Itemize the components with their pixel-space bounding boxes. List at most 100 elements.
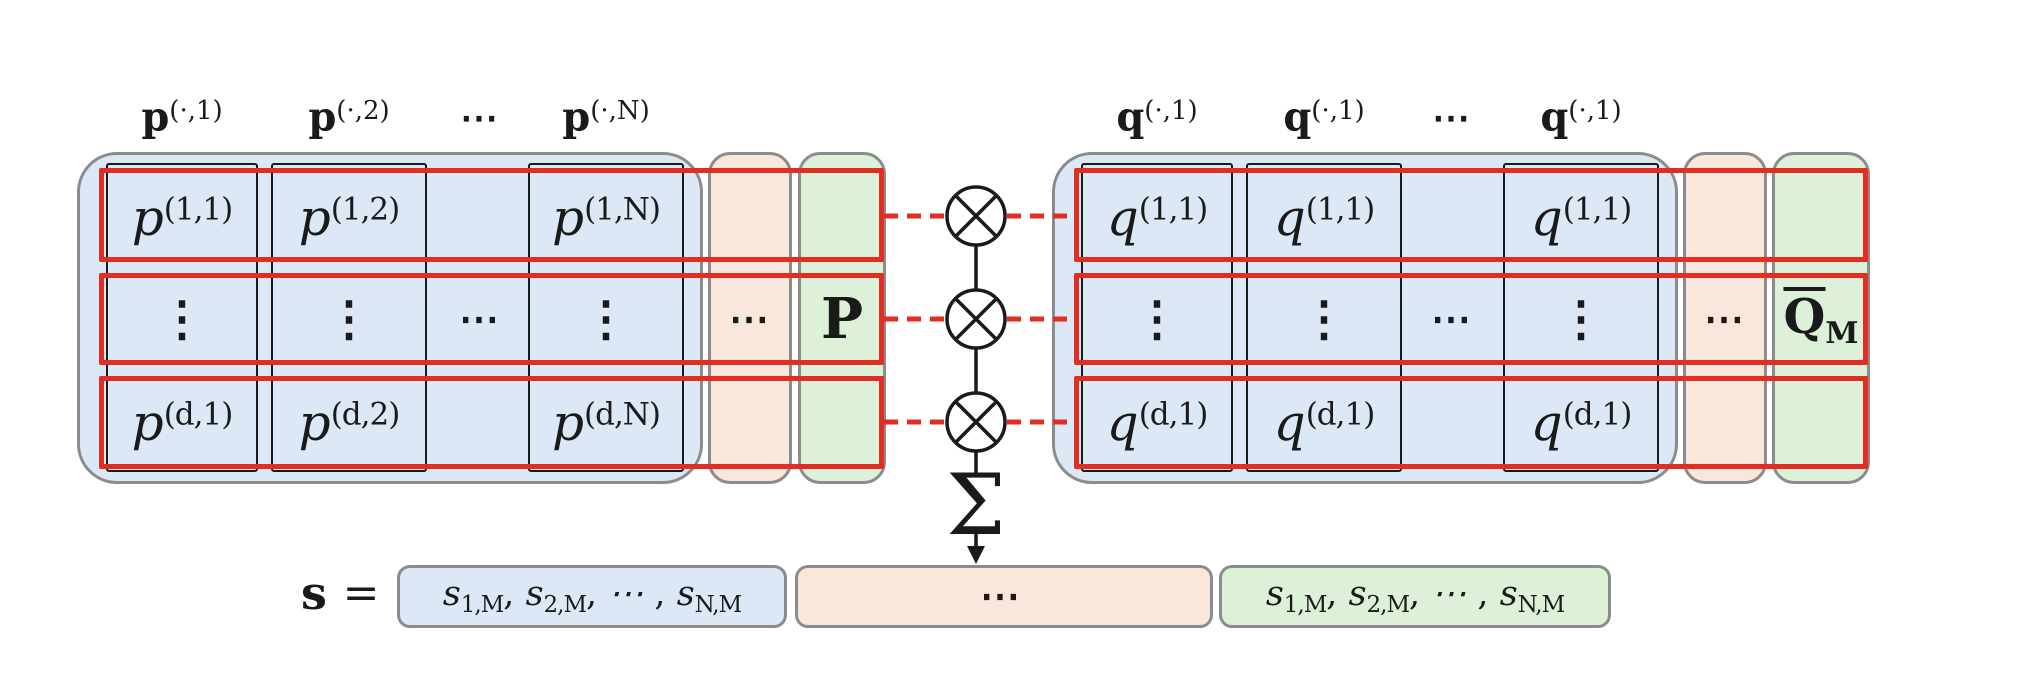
horizontal-dots: ⋯ bbox=[459, 295, 501, 343]
right-column-header-n: q(·,1) bbox=[1540, 94, 1621, 141]
output-segment-first-text: s1,M, s2,M, ⋯ , sN,M bbox=[442, 574, 743, 618]
s-sub: 1,M bbox=[1283, 592, 1327, 618]
left-summary-column bbox=[798, 152, 886, 484]
left-matrix-column-2-box bbox=[271, 163, 427, 472]
header-sup: (·,1) bbox=[169, 95, 223, 126]
cell-base: q bbox=[1530, 189, 1563, 247]
left-matrix-container bbox=[77, 152, 703, 484]
header-sup: (·,1) bbox=[1311, 95, 1365, 126]
right-column-header-1: q(·,1) bbox=[1116, 94, 1197, 141]
vertical-dots: ⋮ bbox=[325, 291, 373, 347]
header-sup: (·,1) bbox=[1568, 95, 1622, 126]
matrix-cell-p1N: p(1,N) bbox=[552, 189, 661, 247]
header-base: p bbox=[562, 93, 591, 141]
s-base: s bbox=[442, 574, 461, 614]
matrix-cell-qd1-a: q(d,1) bbox=[1106, 394, 1209, 452]
matrix-cell-pdN: p(d,N) bbox=[552, 394, 661, 452]
operator-chain: Σ bbox=[884, 185, 1076, 564]
s-sub: N,M bbox=[694, 592, 743, 618]
cell-sup: (d,1) bbox=[163, 396, 234, 433]
header-base: q bbox=[1116, 93, 1145, 141]
cell-sup: (d,1) bbox=[1305, 396, 1376, 433]
cell-base: p bbox=[298, 189, 331, 247]
left-matrix-column-1-box bbox=[106, 163, 258, 472]
vertical-dots: ⋮ bbox=[1557, 291, 1605, 347]
qbar-sub: M bbox=[1825, 316, 1859, 351]
matrix-qbar-label: QM bbox=[1783, 287, 1859, 351]
matrix-cell-q11-b: q(1,1) bbox=[1273, 189, 1376, 247]
sum-arrow-head bbox=[967, 546, 985, 564]
right-row-2-highlight bbox=[1074, 273, 1868, 365]
right-ellipsis-column-dots: ⋯ bbox=[1704, 295, 1746, 343]
separator: , bbox=[503, 574, 526, 614]
left-row-3-highlight bbox=[99, 376, 884, 469]
cell-base: q bbox=[1273, 189, 1306, 247]
separator: , bbox=[586, 574, 609, 614]
matrix-cell-pd2: p(d,2) bbox=[298, 394, 401, 452]
matrix-cell-p11: p(1,1) bbox=[131, 189, 234, 247]
separator: , bbox=[1409, 574, 1432, 614]
left-ellipsis-column-dots: ⋯ bbox=[729, 295, 771, 343]
matrix-cell-qd1-c: q(d,1) bbox=[1531, 394, 1633, 452]
dashed-connectors-right bbox=[1007, 213, 1076, 425]
right-row-1-highlight bbox=[1074, 168, 1868, 262]
output-segment-last-box bbox=[1219, 565, 1611, 628]
cell-base: p bbox=[552, 189, 585, 247]
right-column-header-2: q(·,1) bbox=[1283, 94, 1364, 141]
left-ellipsis-column bbox=[708, 152, 792, 484]
s-base: ⋯ bbox=[608, 574, 644, 614]
s-base: s bbox=[676, 574, 695, 614]
cell-sup: (d,1) bbox=[1562, 396, 1633, 433]
right-matrix-column-n-box bbox=[1503, 163, 1659, 472]
matrix-cell-p12: p(1,2) bbox=[298, 189, 401, 247]
header-base: q bbox=[1540, 93, 1569, 141]
header-base: q bbox=[1283, 93, 1312, 141]
separator: , bbox=[1326, 574, 1349, 614]
qbar-base: Q bbox=[1783, 287, 1826, 345]
left-row-1-highlight bbox=[99, 168, 884, 262]
right-summary-column bbox=[1772, 152, 1870, 484]
output-segment-last-text: s1,M, s2,M, ⋯ , sN,M bbox=[1265, 574, 1566, 618]
matrix-p-label: P bbox=[820, 286, 864, 352]
left-column-header-1: p(·,1) bbox=[141, 94, 222, 141]
s-sub: 2,M bbox=[1366, 592, 1410, 618]
s-base: s bbox=[1265, 574, 1284, 614]
output-segment-first-box bbox=[397, 565, 787, 628]
equals-sign: = bbox=[342, 567, 380, 619]
cell-sup: (1,1) bbox=[1562, 191, 1632, 228]
output-segment-middle-box bbox=[795, 565, 1213, 628]
s-base: ⋯ bbox=[1431, 574, 1467, 614]
header-sup: (·,1) bbox=[1144, 95, 1198, 126]
multiply-icon-diag bbox=[954, 400, 998, 444]
left-header-ellipsis: ⋯ bbox=[460, 94, 500, 140]
cell-sup: (1,1) bbox=[163, 191, 233, 228]
cell-base: q bbox=[1106, 189, 1139, 247]
separator: , bbox=[1466, 574, 1500, 614]
multiply-icon-diag bbox=[954, 194, 998, 238]
cell-sup: (1,1) bbox=[1138, 191, 1208, 228]
cell-base: q bbox=[1106, 394, 1139, 452]
left-column-header-2: p(·,2) bbox=[308, 94, 389, 141]
matrix-cell-q11-c: q(1,1) bbox=[1530, 189, 1633, 247]
output-segment-middle-dots: ⋯ bbox=[980, 572, 1032, 620]
cell-base: p bbox=[131, 189, 164, 247]
header-base: p bbox=[141, 93, 170, 141]
s-base: s bbox=[1499, 574, 1518, 614]
vertical-dots: ⋮ bbox=[158, 291, 206, 347]
left-row-2-highlight bbox=[99, 273, 884, 365]
cell-sup: (1,N) bbox=[584, 191, 661, 228]
matrix-cell-qd1-b: q(d,1) bbox=[1274, 394, 1376, 452]
header-base: p bbox=[308, 93, 337, 141]
cell-sup: (1,2) bbox=[330, 191, 400, 228]
cell-base: p bbox=[298, 394, 331, 452]
cell-sup: (1,1) bbox=[1305, 191, 1375, 228]
s-sub: N,M bbox=[1517, 592, 1566, 618]
left-column-header-n: p(·,N) bbox=[562, 94, 650, 141]
vertical-dots: ⋮ bbox=[1300, 291, 1348, 347]
matrix-cell-pd1: p(d,1) bbox=[131, 394, 234, 452]
cell-sup: (d,1) bbox=[1138, 396, 1209, 433]
cell-sup: (d,N) bbox=[584, 396, 661, 433]
vertical-dots: ⋮ bbox=[1133, 291, 1181, 347]
cell-base: p bbox=[131, 394, 164, 452]
